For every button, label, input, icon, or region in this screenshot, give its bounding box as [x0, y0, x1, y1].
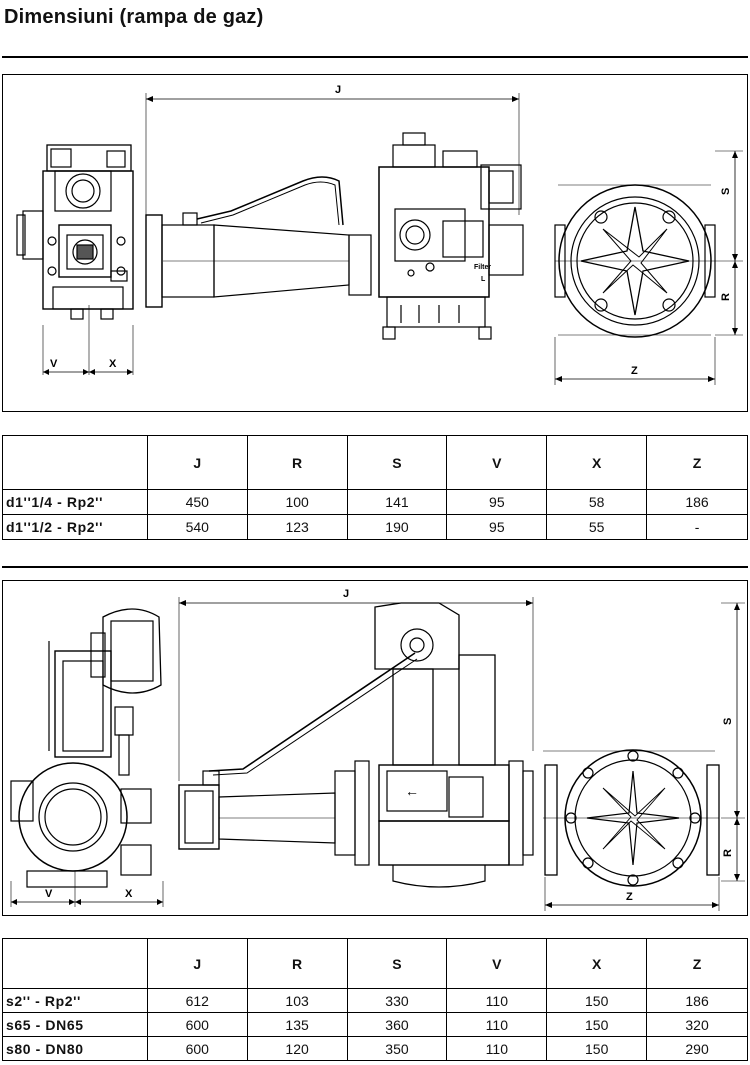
value-cell: 190	[346, 514, 448, 540]
value-cell: 120	[246, 1036, 348, 1061]
svg-text:←: ←	[405, 783, 419, 799]
value-cell: 110	[446, 1036, 548, 1061]
value-cell: 103	[246, 988, 348, 1013]
table-row: d1''1/2 - Rp2'' 540 123 190 95 55 -	[2, 514, 748, 540]
value-cell: 320	[646, 1012, 748, 1037]
column-header: R	[246, 938, 348, 989]
table-row: s2'' - Rp2'' 612 103 330 110 150 186	[2, 988, 748, 1013]
model-cell: s80 - DN80	[2, 1036, 148, 1061]
value-cell: 150	[546, 1012, 648, 1037]
model-cell: s2'' - Rp2''	[2, 988, 148, 1013]
dimensions-table-2: J R S V X Z s2'' - Rp2'' 612 103 330 110…	[2, 938, 748, 1061]
value-cell: 150	[546, 1036, 648, 1061]
dim-label-v: V	[50, 358, 58, 370]
page-title: Dimensiuni (rampa de gaz)	[4, 6, 264, 28]
value-cell: 58	[546, 489, 648, 515]
value-cell: 330	[346, 988, 448, 1013]
table-header-row: J R S V X Z	[2, 938, 748, 989]
model-cell: d1''1/4 - Rp2''	[2, 489, 148, 515]
column-header: J	[146, 938, 248, 989]
column-header: V	[446, 938, 548, 989]
dim-label-z: Z	[631, 365, 638, 377]
column-header: X	[546, 435, 648, 490]
value-cell: 540	[146, 514, 248, 540]
gas-train-drawing-2-svg: J V X ←	[10, 588, 745, 911]
value-cell: 110	[446, 988, 548, 1013]
value-cell: 100	[246, 489, 348, 515]
model-cell: s65 - DN65	[2, 1012, 148, 1037]
value-cell: 141	[346, 489, 448, 515]
dim-label-r: R	[722, 849, 734, 857]
dim-label-j: J	[343, 588, 349, 600]
dim-label-x: X	[125, 888, 133, 900]
value-cell: 350	[346, 1036, 448, 1061]
value-cell: 290	[646, 1036, 748, 1061]
value-cell: 95	[446, 514, 548, 540]
section-divider	[2, 566, 748, 568]
dim-label-r: R	[720, 293, 732, 301]
value-cell: 186	[646, 988, 748, 1013]
value-cell: 135	[246, 1012, 348, 1037]
column-header: S	[346, 435, 448, 490]
dim-label-v: V	[45, 888, 53, 900]
model-cell: d1''1/2 - Rp2''	[2, 514, 148, 540]
column-header: J	[146, 435, 248, 490]
value-cell: 150	[546, 988, 648, 1013]
dim-label-s: S	[722, 718, 734, 725]
column-header	[2, 938, 148, 989]
dimensions-table-1: J R S V X Z d1''1/4 - Rp2'' 450 100 141 …	[2, 435, 748, 540]
table-row: s80 - DN80 600 120 350 110 150 290	[2, 1036, 748, 1061]
gas-train-drawing-1-svg: J V X Filter L	[16, 84, 743, 385]
value-cell: 600	[146, 1012, 248, 1037]
dim-label-x: X	[109, 358, 117, 370]
table-row: d1''1/4 - Rp2'' 450 100 141 95 58 186	[2, 489, 748, 515]
value-cell: 186	[646, 489, 748, 515]
value-cell: 110	[446, 1012, 548, 1037]
table-row: s65 - DN65 600 135 360 110 150 320	[2, 1012, 748, 1037]
value-cell: 600	[146, 1036, 248, 1061]
value-cell: 123	[246, 514, 348, 540]
value-cell: 360	[346, 1012, 448, 1037]
column-header: Z	[646, 938, 748, 989]
gas-train-drawing-1: J V X Filter L	[2, 74, 748, 412]
valve-label-filter: Filter	[474, 264, 491, 271]
valve-label-l: L	[481, 276, 486, 283]
dim-label-s: S	[720, 188, 732, 195]
dim-label-z: Z	[626, 891, 633, 903]
column-header: V	[446, 435, 548, 490]
value-cell: 95	[446, 489, 548, 515]
column-header: S	[346, 938, 448, 989]
section-divider	[2, 56, 748, 58]
column-header	[2, 435, 148, 490]
column-header: Z	[646, 435, 748, 490]
table-header-row: J R S V X Z	[2, 435, 748, 490]
value-cell: -	[646, 514, 748, 540]
value-cell: 612	[146, 988, 248, 1013]
column-header: R	[246, 435, 348, 490]
column-header: X	[546, 938, 648, 989]
gas-train-drawing-2: J V X ←	[2, 580, 748, 916]
value-cell: 55	[546, 514, 648, 540]
value-cell: 450	[146, 489, 248, 515]
dim-label-j: J	[335, 84, 341, 96]
